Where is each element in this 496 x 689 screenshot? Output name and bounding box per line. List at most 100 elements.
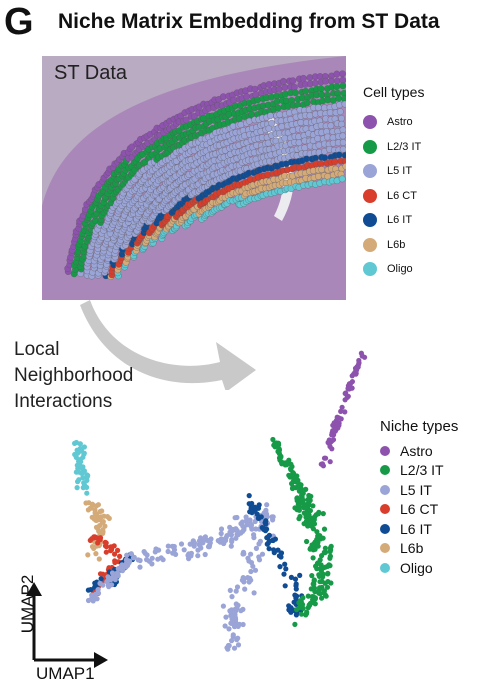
umap-point: [303, 518, 309, 524]
umap-point: [309, 594, 315, 600]
umap-point: [311, 577, 317, 583]
umap-point: [271, 547, 277, 553]
umap-point: [242, 586, 248, 592]
umap-point: [266, 546, 272, 552]
umap-scatter-plot: [72, 350, 368, 652]
umap-point: [112, 558, 118, 564]
umap-point: [338, 416, 344, 422]
umap-point: [144, 557, 150, 563]
umap-point: [321, 549, 327, 555]
umap-point: [231, 645, 238, 651]
umap-point: [319, 461, 326, 467]
cell-type-legend-label: L5 IT: [387, 165, 413, 178]
niche-type-legend-swatch: [380, 465, 390, 476]
umap-point: [264, 502, 270, 508]
umap-point: [305, 523, 311, 529]
umap-point: [251, 590, 257, 596]
umap-point: [202, 551, 208, 558]
umap-point: [187, 541, 193, 547]
niche-type-legend-swatch: [380, 484, 390, 495]
umap-point: [80, 475, 86, 481]
tissue-spot: [338, 115, 345, 122]
umap-point: [278, 459, 284, 465]
interactions-label: Local Neighborhood Interactions: [14, 337, 133, 415]
umap-point: [312, 601, 318, 607]
umap-point: [270, 436, 276, 443]
umap-point: [296, 516, 302, 522]
umap-point: [85, 597, 92, 604]
umap-point: [265, 534, 271, 540]
umap-point: [218, 526, 225, 532]
niche-type-legend-label: L5 IT: [400, 481, 432, 498]
umap-point: [325, 563, 331, 569]
cell-type-legend-item: L6b: [363, 233, 424, 258]
umap-point: [296, 504, 302, 510]
cell-type-legend-item: L2/3 IT: [363, 135, 424, 160]
tissue-spot: [291, 83, 298, 91]
niche-type-legend-label: L2/3 IT: [400, 462, 444, 479]
umap-point: [229, 594, 235, 600]
umap-point: [282, 583, 288, 589]
niche-type-legend-item: Astro: [380, 441, 458, 461]
cell-type-legend-swatch: [363, 164, 377, 179]
niche-type-legend-swatch: [380, 523, 390, 534]
umap-point: [108, 577, 114, 583]
umap-point: [324, 584, 331, 590]
umap-point: [305, 511, 311, 517]
cell-type-legend-label: L6b: [387, 238, 406, 251]
umap-point: [235, 642, 242, 648]
umap-point: [278, 454, 284, 460]
umap-point: [308, 600, 314, 606]
umap-point: [160, 557, 166, 563]
umap-point: [247, 575, 253, 581]
tissue-spot: [341, 100, 346, 108]
umap-point: [112, 577, 118, 583]
niche-types-legend-title: Niche types: [380, 418, 459, 435]
umap-point: [152, 549, 158, 555]
umap-point: [84, 490, 90, 496]
umap-point: [304, 609, 310, 615]
cell-type-legend-label: L6 CT: [387, 189, 417, 202]
tissue-spot: [333, 77, 341, 85]
umap-point: [226, 626, 232, 632]
umap-point: [249, 526, 255, 532]
umap-point: [253, 545, 259, 551]
umap-point: [149, 561, 155, 567]
tissue-spot: [251, 85, 259, 93]
umap-point: [215, 538, 221, 544]
umap-point: [229, 537, 235, 543]
umap-point: [264, 513, 270, 519]
panel-title: Niche Matrix Embedding from ST Data: [58, 10, 440, 33]
umap-point: [293, 479, 299, 485]
umap-point: [240, 523, 246, 529]
umap-axes-icon: [26, 582, 108, 668]
tissue-spot: [237, 121, 245, 129]
umap-point: [356, 360, 362, 366]
umap-point: [259, 551, 266, 557]
umap-point: [86, 500, 92, 506]
umap-point: [306, 499, 312, 505]
umap-point: [297, 572, 303, 578]
umap-point: [309, 573, 315, 579]
tissue-label: ST Data: [54, 62, 127, 84]
niche-type-legend-label: L6 IT: [400, 520, 432, 537]
cell-types-legend-title: Cell types: [363, 84, 425, 100]
cell-type-legend-item: L6 IT: [363, 208, 424, 233]
tissue-spot: [318, 91, 326, 99]
umap-point: [75, 469, 81, 475]
umap-point: [276, 448, 282, 454]
tissue-spot: [311, 79, 319, 87]
umap-point: [327, 459, 333, 465]
tissue-spot: [335, 151, 343, 159]
umap-point: [325, 579, 331, 585]
cell-type-legend-item: Oligo: [363, 257, 424, 282]
umap-point: [327, 555, 333, 561]
umap-point: [303, 486, 309, 492]
tissue-spot: [268, 119, 276, 127]
umap-point: [90, 502, 96, 508]
tissue-spot: [274, 104, 282, 112]
tissue-spot: [275, 85, 283, 93]
umap-point: [256, 541, 262, 547]
